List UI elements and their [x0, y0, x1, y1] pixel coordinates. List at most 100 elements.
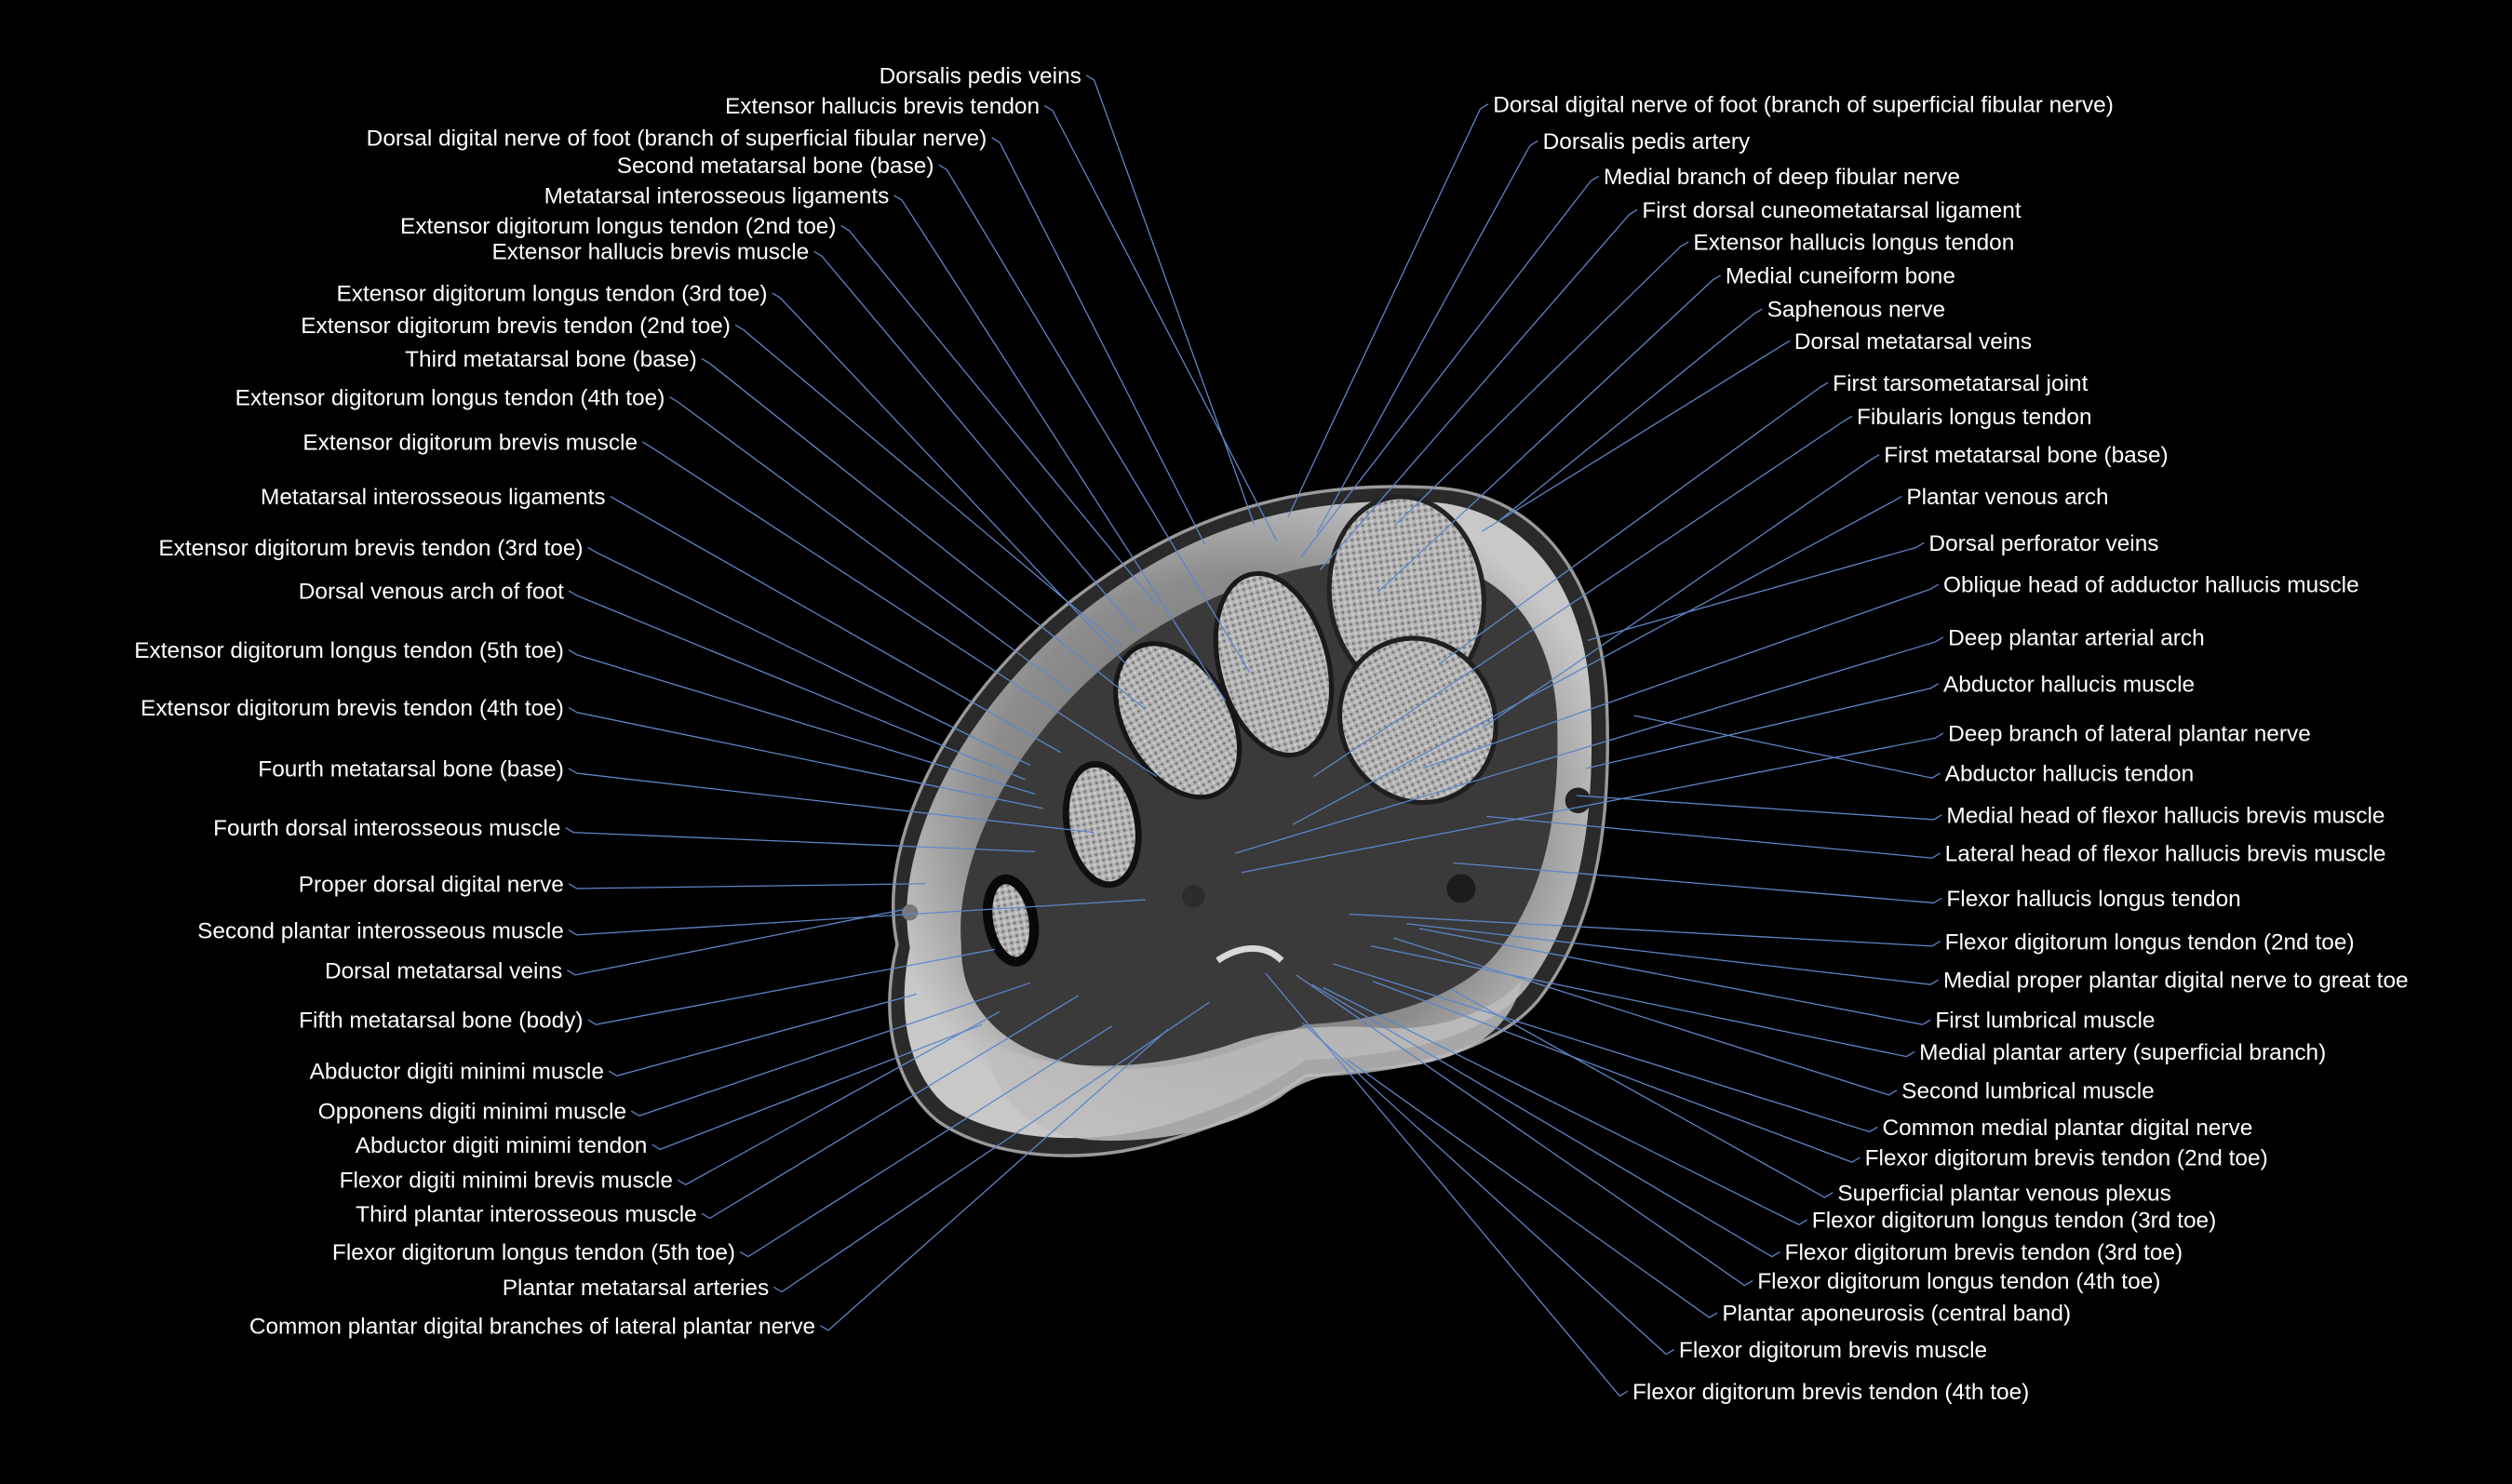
label-first-tarsometatarsal-joint: First tarsometatarsal joint — [1833, 371, 2088, 396]
leader-line — [641, 441, 1158, 778]
leader-line — [1394, 241, 1689, 526]
leader-line — [587, 948, 996, 1025]
leader-line — [568, 768, 1095, 834]
leader-line — [1300, 175, 1600, 558]
leader-line — [1418, 928, 1931, 1025]
leader-line — [568, 899, 1146, 936]
leader-line — [1085, 74, 1256, 526]
label-second-lumbrical-muscle: Second lumbrical muscle — [1901, 1078, 2155, 1103]
leader-line — [1481, 454, 1880, 729]
leader-line — [1451, 988, 1834, 1198]
label-flexor-digitorum-brevis-tendon-4th-toe: Flexor digitorum brevis tendon (4th toe) — [1632, 1380, 2029, 1405]
leader-line — [1292, 495, 1902, 825]
leader-line — [1406, 923, 1940, 985]
label-flexor-digitorum-longus-tendon-3rd-toe: Flexor digitorum longus tendon (3rd toe) — [1812, 1209, 2216, 1234]
leader-line — [1587, 541, 1925, 641]
label-flexor-digitorum-longus-tendon-4th-toe: Flexor digitorum longus tendon (4th toe) — [1757, 1269, 2160, 1294]
label-extensor-digitorum-brevis-muscle: Extensor digitorum brevis muscle — [302, 430, 638, 455]
leader-line — [1241, 732, 1944, 874]
leader-line — [1481, 340, 1791, 532]
label-fibularis-longus-tendon: Fibularis longus tendon — [1857, 405, 2092, 430]
leader-line — [1576, 795, 1942, 821]
label-flexor-digitorum-brevis-tendon-2nd-toe: Flexor digitorum brevis tendon (2nd toe) — [1865, 1146, 2268, 1171]
label-plantar-metatarsal-arteries: Plantar metatarsal arteries — [503, 1276, 769, 1301]
leader-line — [1422, 583, 1940, 769]
label-extensor-digitorum-longus-tendon-2nd-toe: Extensor digitorum longus tendon (2nd to… — [400, 214, 836, 239]
label-flexor-digitorum-brevis-tendon-3rd-toe: Flexor digitorum brevis tendon (3rd toe) — [1785, 1240, 2183, 1265]
label-fourth-dorsal-interosseous-muscle: Fourth dorsal interosseous muscle — [213, 816, 560, 841]
label-dorsalis-pedis-artery: Dorsalis pedis artery — [1543, 129, 1751, 154]
leader-line — [1301, 1022, 1675, 1356]
leader-line — [813, 250, 1138, 634]
label-common-plantar-digital-branches-of-lateral-plantar-nerve: Common plantar digital branches of later… — [249, 1314, 815, 1339]
leader-line — [840, 225, 1158, 606]
label-flexor-hallucis-longus-tendon: Flexor hallucis longus tendon — [1946, 887, 2240, 912]
label-metatarsal-interosseous-ligaments: Metatarsal interosseous ligaments — [544, 184, 890, 209]
label-plantar-venous-arch: Plantar venous arch — [1906, 485, 2108, 510]
leader-line — [669, 396, 1071, 692]
leader-line — [772, 292, 1127, 665]
label-opponens-digiti-minimi-muscle: Opponens digiti minimi muscle — [318, 1100, 626, 1125]
label-first-dorsal-cuneometatarsal-ligament: First dorsal cuneometatarsal ligament — [1642, 198, 2022, 223]
label-medial-cuneiform-bone: Medial cuneiform bone — [1726, 264, 1955, 289]
label-abductor-digiti-minimi-muscle: Abductor digiti minimi muscle — [310, 1060, 604, 1085]
label-abductor-hallucis-muscle: Abductor hallucis muscle — [1943, 672, 2195, 697]
label-extensor-hallucis-brevis-muscle: Extensor hallucis brevis muscle — [492, 240, 810, 265]
label-extensor-digitorum-brevis-tendon-2nd-toe: Extensor digitorum brevis tendon (2nd to… — [301, 314, 731, 339]
leader-line — [1347, 1059, 1718, 1318]
leader-line — [608, 993, 917, 1076]
label-medial-head-of-flexor-hallucis-brevis-muscle: Medial head of flexor hallucis brevis mu… — [1946, 803, 2384, 828]
leader-line — [734, 324, 1122, 648]
leader-line — [1313, 415, 1853, 778]
leader-line — [938, 164, 1251, 673]
label-plantar-aponeurosis-central-band: Plantar aponeurosis (central band) — [1722, 1302, 2071, 1327]
leader-line — [568, 706, 1043, 809]
leader-line — [1287, 103, 1489, 518]
label-medial-branch-of-deep-fibular-nerve: Medial branch of deep fibular nerve — [1604, 165, 1960, 190]
label-third-plantar-interosseous-muscle: Third plantar interosseous muscle — [356, 1202, 697, 1227]
leader-line — [701, 995, 1079, 1220]
label-dorsal-metatarsal-veins: Dorsal metatarsal veins — [1794, 329, 2032, 354]
label-third-metatarsal-bone-base: Third metatarsal bone (base) — [405, 347, 697, 372]
leader-line — [773, 1001, 1210, 1293]
label-flexor-digitorum-longus-tendon-2nd-toe: Flexor digitorum longus tendon (2nd toe) — [1945, 929, 2355, 955]
label-dorsal-digital-nerve-of-foot-branch-of-superficial-fibular-nerve: Dorsal digital nerve of foot (branch of … — [367, 127, 987, 152]
label-extensor-digitorum-longus-tendon-5th-toe: Extensor digitorum longus tendon (5th to… — [134, 638, 564, 663]
label-extensor-hallucis-longus-tendon: Extensor hallucis longus tendon — [1693, 230, 2014, 255]
label-extensor-digitorum-longus-tendon-4th-toe: Extensor digitorum longus tendon (4th to… — [235, 385, 665, 410]
leader-line — [1323, 987, 1807, 1225]
leader-line — [1265, 972, 1629, 1397]
leader-line — [1319, 208, 1638, 570]
leader-line — [1316, 140, 1538, 534]
label-extensor-digitorum-longus-tendon-3rd-toe: Extensor digitorum longus tendon (3rd to… — [336, 281, 767, 306]
leader-line — [1453, 862, 1942, 904]
leader-line — [1332, 963, 1878, 1133]
leader-line — [701, 357, 1147, 710]
label-extensor-hallucis-brevis-tendon: Extensor hallucis brevis tendon — [725, 94, 1040, 119]
label-dorsal-venous-arch-of-foot: Dorsal venous arch of foot — [299, 580, 564, 605]
leader-line — [1372, 981, 1860, 1163]
label-second-plantar-interosseous-muscle: Second plantar interosseous muscle — [197, 918, 564, 943]
label-extensor-digitorum-brevis-tendon-4th-toe: Extensor digitorum brevis tendon (4th to… — [141, 696, 564, 721]
label-first-lumbrical-muscle: First lumbrical muscle — [1935, 1009, 2155, 1034]
leader-line — [1296, 974, 1753, 1287]
label-metatarsal-interosseous-ligaments: Metatarsal interosseous ligaments — [261, 485, 606, 510]
leader-line — [652, 1023, 983, 1151]
leader-line — [1585, 683, 1940, 769]
label-extensor-digitorum-brevis-tendon-3rd-toe: Extensor digitorum brevis tendon (3rd to… — [158, 536, 583, 561]
leader-line — [1234, 636, 1944, 854]
leader-line — [1498, 308, 1763, 523]
leader-line — [739, 1025, 1112, 1258]
label-fourth-metatarsal-bone-base: Fourth metatarsal bone (base) — [258, 756, 564, 782]
foot-section — [888, 485, 1609, 1157]
leader-line — [1311, 983, 1780, 1258]
label-first-metatarsal-bone-base: First metatarsal bone (base) — [1884, 443, 2168, 468]
leader-line — [568, 649, 1036, 795]
label-fifth-metatarsal-bone-body: Fifth metatarsal bone (body) — [299, 1009, 583, 1034]
label-dorsal-perforator-veins: Dorsal perforator veins — [1928, 531, 2158, 556]
label-flexor-digiti-minimi-brevis-muscle: Flexor digiti minimi brevis muscle — [340, 1169, 673, 1194]
leader-lines — [565, 74, 1944, 1397]
leader-line — [1393, 937, 1898, 1096]
